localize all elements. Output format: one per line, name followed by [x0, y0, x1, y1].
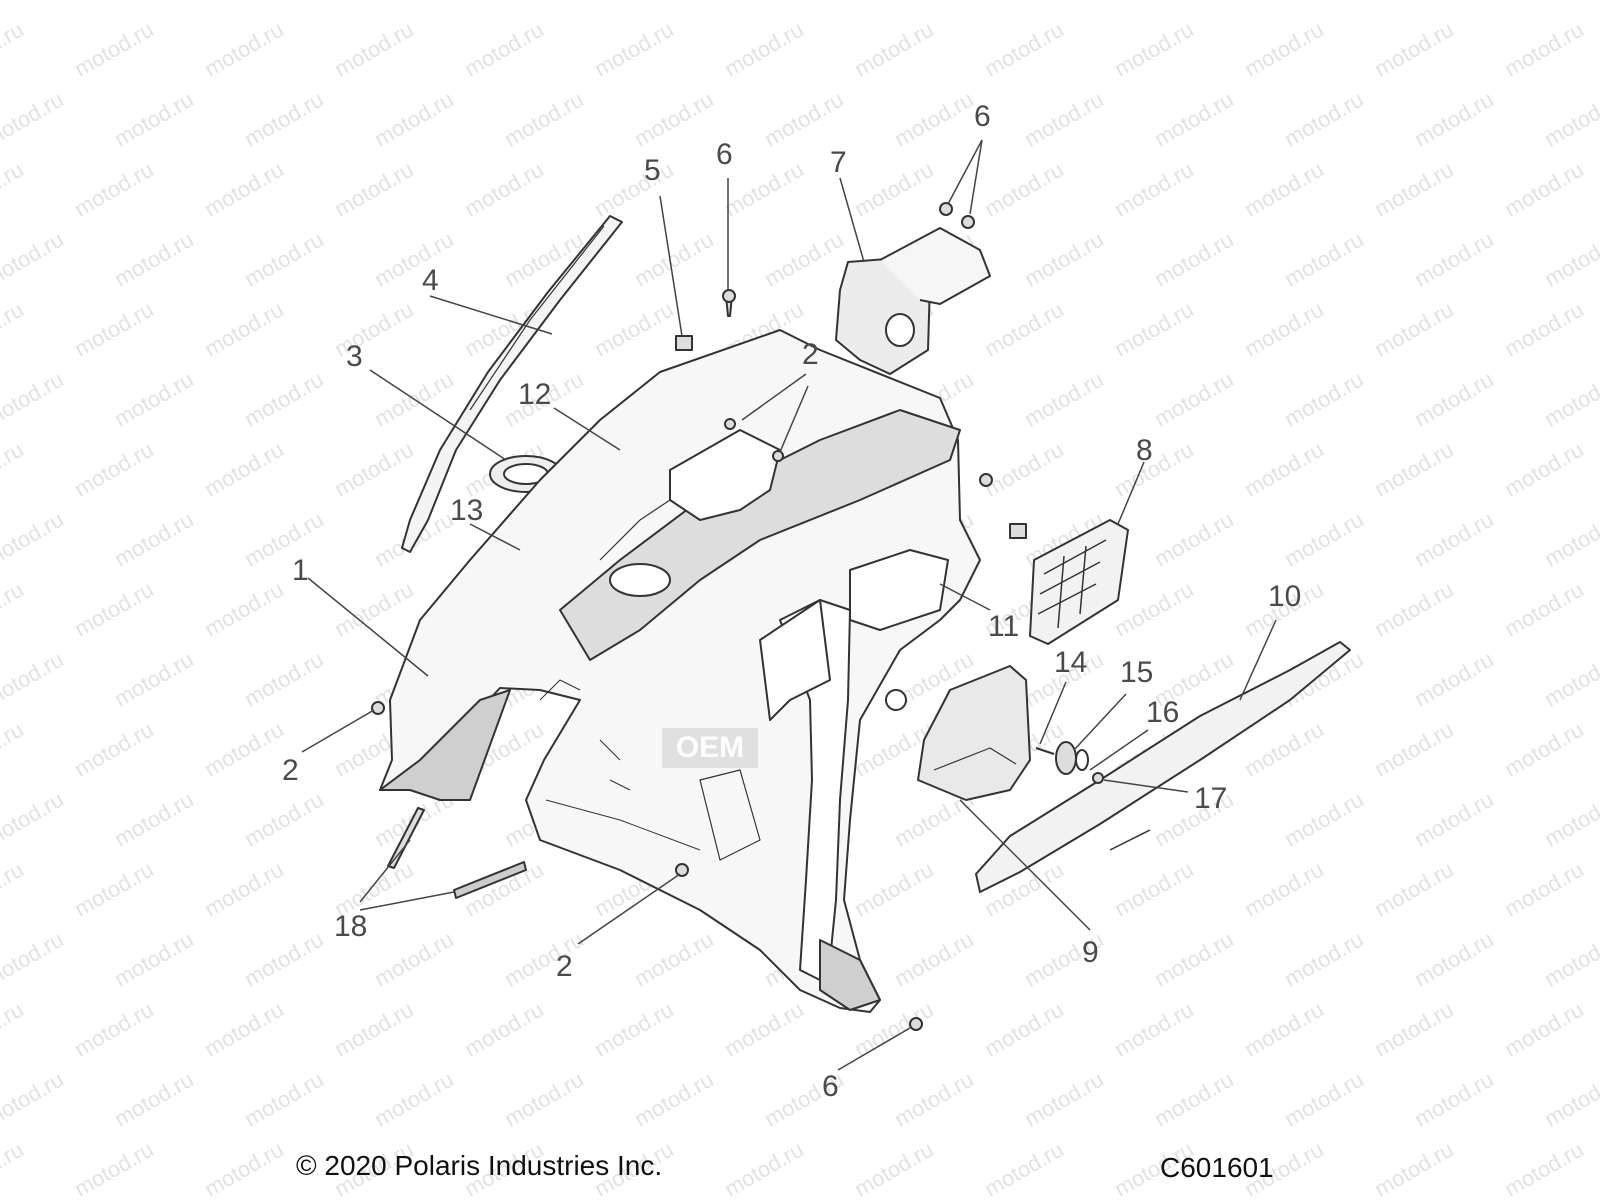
callout-11: 11: [988, 610, 1020, 643]
part-4-trim-strip: [401, 215, 623, 553]
part-10-side-panel: [975, 641, 1351, 893]
callout-13: 13: [450, 494, 484, 527]
callout-6: 6: [716, 138, 733, 171]
callout-14: 14: [1054, 646, 1088, 679]
callout-2: 2: [556, 950, 573, 983]
callout-2: 2: [282, 754, 299, 787]
callout-10: 10: [1268, 580, 1302, 613]
callout-3: 3: [346, 340, 363, 373]
callout-16: 16: [1146, 696, 1180, 729]
callout-4: 4: [422, 264, 439, 297]
callout-6: 6: [974, 100, 991, 133]
part-14-17-fastener-stack: [1035, 741, 1104, 784]
part-9-side-vent: [917, 665, 1031, 801]
callout-12: 12: [518, 378, 552, 411]
callout-15: 15: [1120, 656, 1154, 689]
callout-9: 9: [1082, 936, 1099, 969]
callout-17: 17: [1194, 782, 1228, 815]
copyright-text: © 2020 Polaris Industries Inc.: [296, 1150, 663, 1181]
callout-2: 2: [802, 338, 819, 371]
callout-8: 8: [1136, 434, 1153, 467]
callout-18: 18: [334, 910, 368, 943]
callout-1: 1: [292, 554, 309, 587]
callout-7: 7: [830, 146, 847, 179]
part-18-rods: [387, 807, 527, 899]
small-fasteners: [371, 202, 1027, 1031]
callout-5: 5: [644, 154, 661, 187]
leader-lines: [301, 139, 1277, 1071]
part-8-vent-grille: [1029, 519, 1129, 645]
part-1-main-body-panel: [379, 329, 981, 1013]
diagram-code: C601601: [1160, 1152, 1274, 1183]
part-7-bracket: [835, 227, 991, 375]
oem-watermark-badge: OEM: [662, 728, 758, 768]
callout-6: 6: [822, 1070, 839, 1103]
